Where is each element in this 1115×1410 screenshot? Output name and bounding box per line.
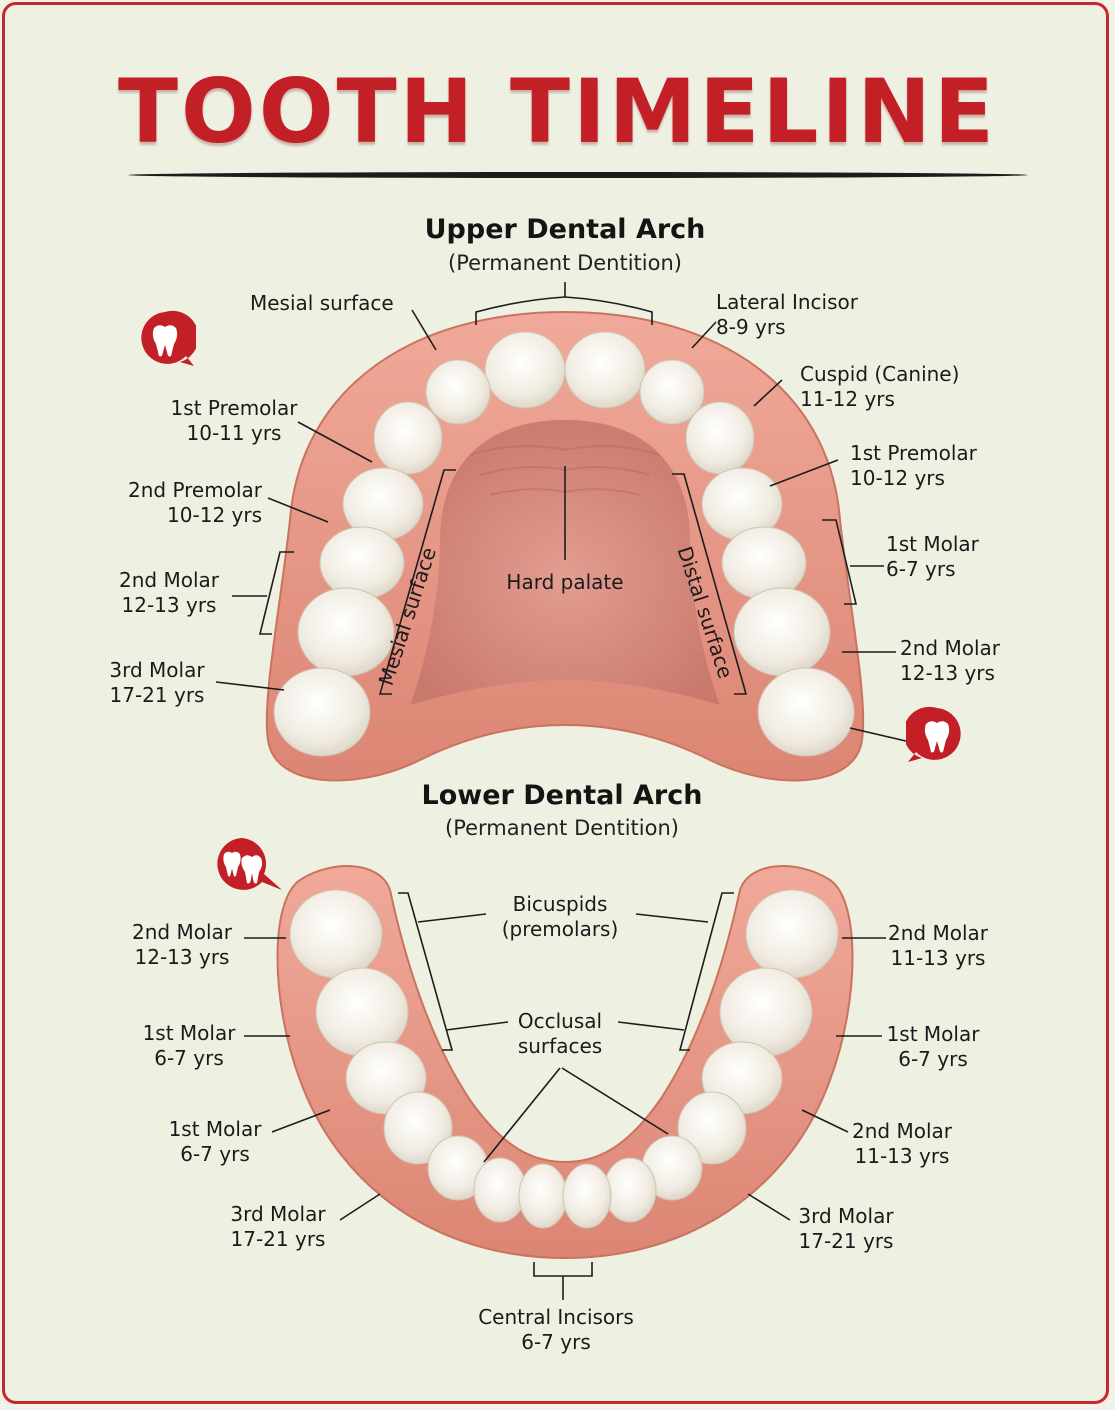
label-upper-right-1st-molar: 1st Molar 6-7 yrs xyxy=(886,532,979,582)
tooth-badge-icon xyxy=(906,706,961,762)
label-lower-right-1st-molar: 1st Molar 6-7 yrs xyxy=(878,1022,988,1072)
label-line: Occlusal xyxy=(517,1009,603,1033)
label-name: 2nd Molar xyxy=(888,921,988,945)
title-underline xyxy=(128,172,1028,178)
label-occlusal-surfaces: Occlusal surfaces xyxy=(500,1009,620,1059)
label-upper-left-1st-premolar: 1st Premolar 10-11 yrs xyxy=(164,396,304,446)
label-lateral-incisor: Lateral Incisor 8-9 yrs xyxy=(716,290,858,340)
label-name: 1st Premolar xyxy=(850,441,977,465)
label-line: surfaces xyxy=(517,1034,603,1058)
upper-arch-heading: Upper Dental Arch xyxy=(424,214,706,245)
label-age: 8-9 yrs xyxy=(716,315,786,339)
label-age: 11-13 yrs xyxy=(890,946,986,970)
label-name: 2nd Molar xyxy=(900,636,1000,660)
label-age: 12-13 yrs xyxy=(134,945,230,969)
label-age: 12-13 yrs xyxy=(121,593,217,617)
label-name: 1st Molar xyxy=(168,1117,262,1141)
label-name: 1st Molar xyxy=(886,1022,980,1046)
label-name: 2nd Premolar xyxy=(127,478,262,502)
label-lower-left-1st-molar-a: 1st Molar 6-7 yrs xyxy=(134,1021,244,1071)
label-age: 11-12 yrs xyxy=(800,387,895,411)
label-age: 6-7 yrs xyxy=(886,557,956,581)
lower-arch-heading: Lower Dental Arch xyxy=(421,780,703,811)
label-upper-right-2nd-molar: 2nd Molar 12-13 yrs xyxy=(900,636,1000,686)
label-hard-palate: Hard palate xyxy=(506,570,624,594)
label-lower-right-2nd-molar-b: 2nd Molar 11-13 yrs xyxy=(844,1119,960,1169)
label-age: 17-21 yrs xyxy=(109,683,205,707)
label-name: 1st Molar xyxy=(886,532,979,556)
label-age: 10-11 yrs xyxy=(186,421,282,445)
label-upper-left-2nd-molar: 2nd Molar 12-13 yrs xyxy=(108,568,230,618)
label-name: 3rd Molar xyxy=(230,1202,326,1226)
upper-teeth xyxy=(273,331,855,757)
upper-arch xyxy=(215,282,911,782)
label-name: Cuspid (Canine) xyxy=(800,362,960,386)
label-age: 6-7 yrs xyxy=(154,1046,224,1070)
label-lower-left-3rd-molar: 3rd Molar 17-21 yrs xyxy=(220,1202,336,1252)
lower-arch-subheading: (Permanent Dentition) xyxy=(445,816,679,840)
label-cuspid: Cuspid (Canine) 11-12 yrs xyxy=(800,362,959,412)
label-name: 2nd Molar xyxy=(119,568,219,592)
label-name: 2nd Molar xyxy=(852,1119,952,1143)
label-name: 3rd Molar xyxy=(109,658,205,682)
label-lower-left-1st-molar-b: 1st Molar 6-7 yrs xyxy=(160,1117,270,1167)
tooth-badge-icon xyxy=(141,310,196,366)
label-line: Bicuspids xyxy=(512,892,608,916)
label-upper-left-3rd-molar: 3rd Molar 17-21 yrs xyxy=(98,658,216,708)
label-age: 17-21 yrs xyxy=(798,1229,894,1253)
label-upper-right-1st-premolar: 1st Premolar 10-12 yrs xyxy=(850,441,977,491)
label-bicuspids: Bicuspids (premolars) xyxy=(490,892,630,942)
lower-arch xyxy=(244,865,886,1300)
label-lower-right-2nd-molar-a: 2nd Molar 11-13 yrs xyxy=(880,921,996,971)
label-mesial-surface-top: Mesial surface xyxy=(250,291,394,315)
label-upper-left-2nd-premolar: 2nd Premolar 10-12 yrs xyxy=(100,478,262,528)
label-lower-left-2nd-molar: 2nd Molar 12-13 yrs xyxy=(124,920,240,970)
label-name: Central Incisors xyxy=(478,1305,634,1329)
label-age: 12-13 yrs xyxy=(900,661,995,685)
label-age: 10-12 yrs xyxy=(850,466,945,490)
label-line: (premolars) xyxy=(501,917,619,941)
label-name: 1st Molar xyxy=(142,1021,236,1045)
upper-arch-subheading: (Permanent Dentition) xyxy=(448,251,682,275)
hard-palate-area xyxy=(410,420,720,705)
label-age: 10-12 yrs xyxy=(167,503,262,527)
label-age: 6-7 yrs xyxy=(180,1142,250,1166)
label-name: 2nd Molar xyxy=(132,920,232,944)
label-lower-right-3rd-molar: 3rd Molar 17-21 yrs xyxy=(788,1204,904,1254)
label-age: 6-7 yrs xyxy=(521,1330,591,1354)
lower-teeth xyxy=(289,889,839,1229)
label-age: 17-21 yrs xyxy=(230,1227,326,1251)
label-name: 1st Premolar xyxy=(170,396,298,420)
label-name: Lateral Incisor xyxy=(716,290,858,314)
label-age: 6-7 yrs xyxy=(898,1047,968,1071)
label-central-incisors: Central Incisors 6-7 yrs xyxy=(456,1305,656,1355)
page-title: TOOTH TIMELINE xyxy=(118,60,997,163)
label-age: 11-13 yrs xyxy=(854,1144,950,1168)
label-name: 3rd Molar xyxy=(798,1204,894,1228)
double-tooth-badge-icon xyxy=(217,838,282,890)
